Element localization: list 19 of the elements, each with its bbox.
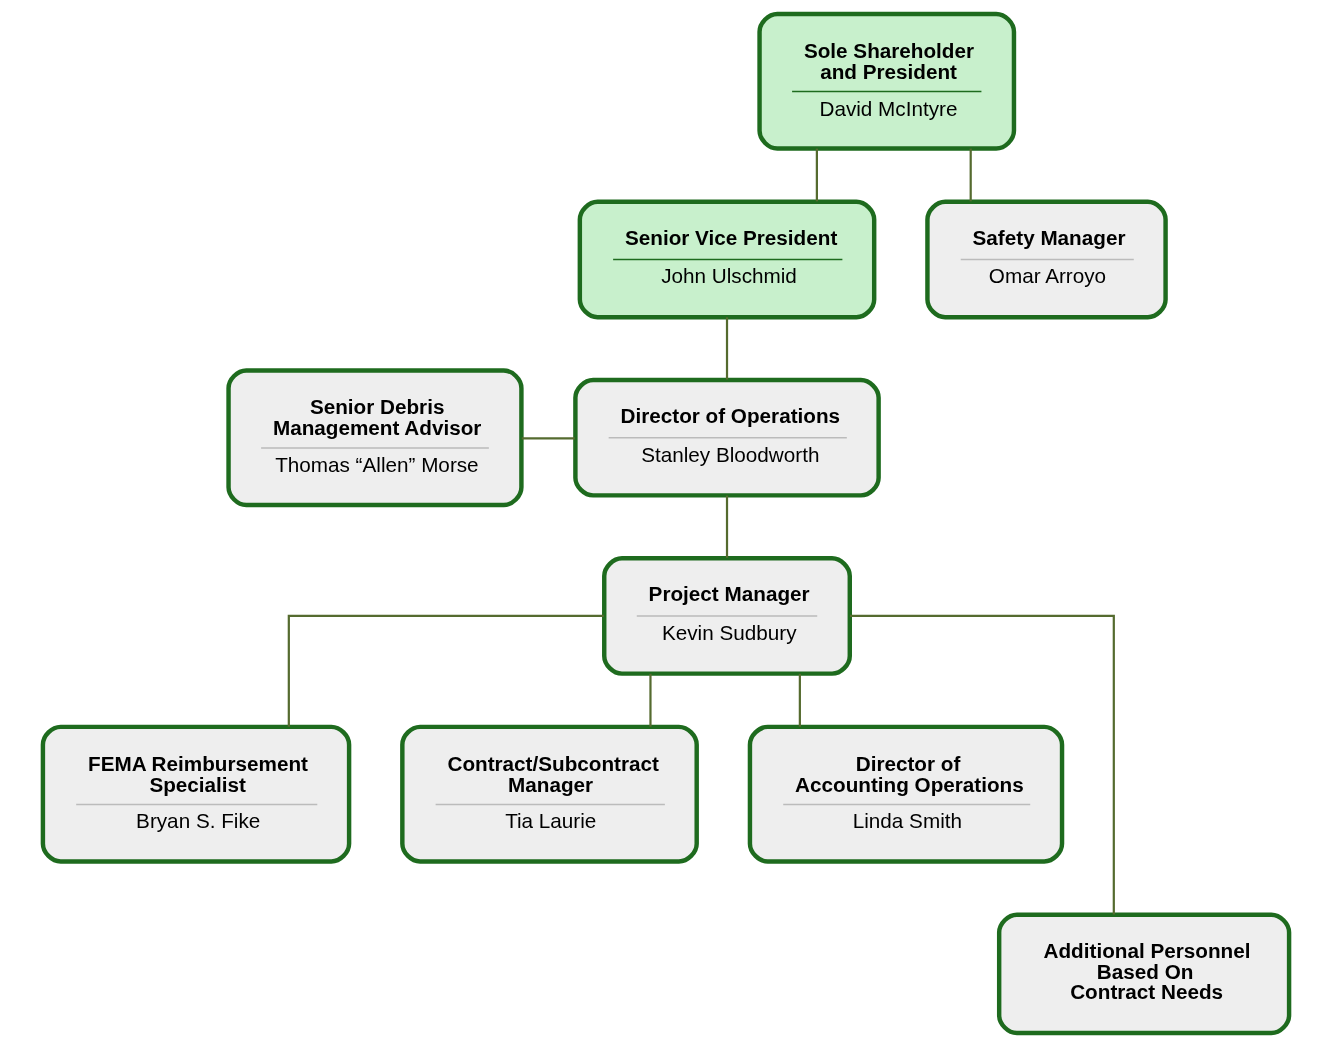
connector <box>521 437 575 440</box>
connector <box>725 317 728 380</box>
connector <box>815 148 818 202</box>
node-box: Safety Manager Omar Arroyo <box>924 199 1168 320</box>
node-box: Additional Personnel Based On Contract Needs <box>996 912 1291 1036</box>
node-box: FEMA Reimbursement Specialist Bryan S. Fike <box>40 724 351 864</box>
connector <box>849 614 1115 915</box>
connector <box>798 673 801 727</box>
node-box: Director of Operations Stanley Bloodworth <box>572 377 881 498</box>
node-box: Project Manager Kevin Sudbury <box>601 556 852 676</box>
connector <box>969 148 972 202</box>
connector <box>287 614 604 727</box>
node-box: Sole Shareholder and President David McIntyre <box>756 11 1016 151</box>
node-box: Senior Debris Management Advisor Thomas “Allen” Morse <box>225 368 524 508</box>
connector <box>648 673 652 727</box>
connector <box>725 495 728 558</box>
node-box: Director of Accounting Operations Linda Smith <box>747 724 1064 864</box>
node-box: Senior Vice President John Ulschmid <box>577 199 876 320</box>
node-box: Contract/Subcontract Manager Tia Laurie <box>399 724 699 864</box>
